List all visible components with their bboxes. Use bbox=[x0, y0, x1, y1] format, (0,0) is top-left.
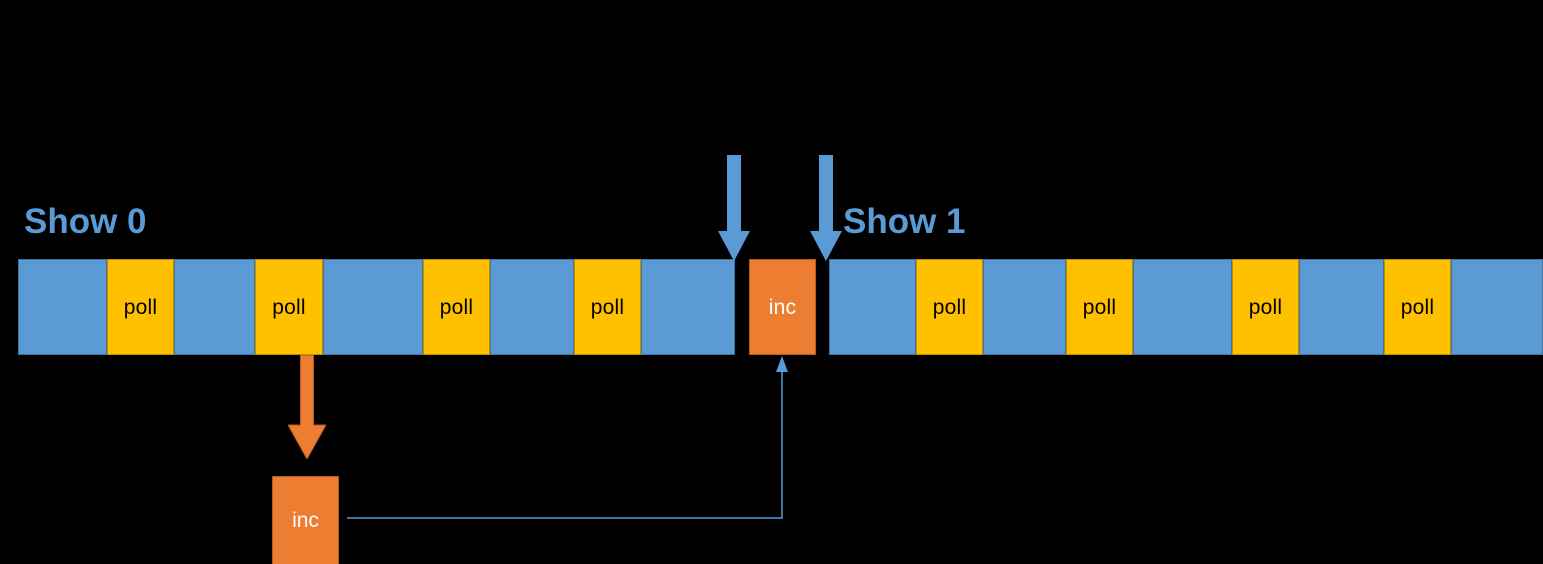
timeline-block-label: poll bbox=[1082, 295, 1117, 319]
timeline-block-idle bbox=[18, 259, 107, 355]
timeline-block-poll: poll bbox=[1384, 259, 1451, 355]
timeline-block-idle bbox=[1299, 259, 1384, 355]
timeline-block-poll: poll bbox=[574, 259, 641, 355]
inc-deferred-box: inc bbox=[272, 476, 339, 564]
timeline-block-label: poll bbox=[439, 295, 474, 319]
timeline-block-idle bbox=[174, 259, 255, 355]
timeline-block-idle bbox=[490, 259, 574, 355]
timeline-block-idle bbox=[829, 259, 916, 355]
timeline-block-idle bbox=[323, 259, 423, 355]
vsync-arrow-2 bbox=[810, 155, 842, 261]
timeline-block-idle bbox=[641, 259, 735, 355]
timeline-block-label: poll bbox=[272, 295, 306, 319]
timeline-block-label: poll bbox=[590, 295, 625, 319]
timeline-block-poll: poll bbox=[916, 259, 983, 355]
show-0-label: Show 0 bbox=[24, 202, 147, 241]
show-1-label: Show 1 bbox=[843, 202, 966, 241]
vsync-arrow-1 bbox=[718, 155, 750, 261]
timeline-block-idle bbox=[983, 259, 1066, 355]
timeline-block-label: poll bbox=[1248, 295, 1283, 319]
timeline-block-label: poll bbox=[1400, 295, 1435, 319]
inc-dispatch-arrow bbox=[288, 355, 326, 459]
timeline-block-label: poll bbox=[932, 295, 967, 319]
timeline-block-poll: poll bbox=[255, 259, 323, 355]
timeline-block-poll: poll bbox=[1232, 259, 1299, 355]
timeline-block-label: inc bbox=[768, 295, 797, 319]
inc-deferred-label: inc bbox=[292, 509, 319, 532]
timeline-block-idle bbox=[1451, 259, 1543, 355]
timeline-block-poll: poll bbox=[423, 259, 490, 355]
timeline-block-poll: poll bbox=[1066, 259, 1133, 355]
timeline-block-label: poll bbox=[123, 295, 158, 319]
timeline-block-idle bbox=[1133, 259, 1232, 355]
timeline-block-inc: inc bbox=[749, 259, 816, 355]
timeline-block-poll: poll bbox=[107, 259, 174, 355]
